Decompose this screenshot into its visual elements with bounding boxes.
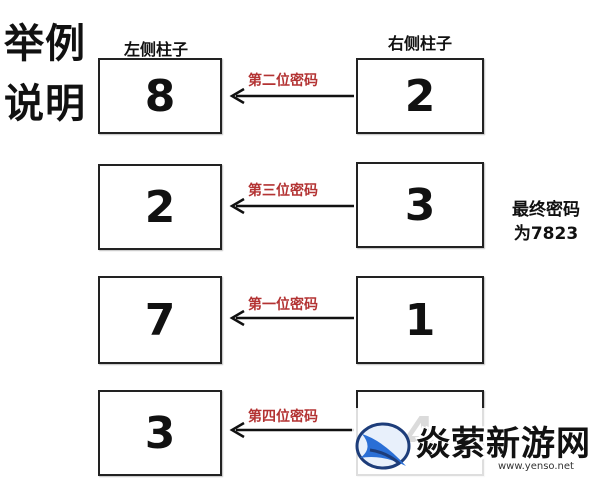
- right-pillar-box-2: 3: [356, 162, 484, 248]
- final-line2: 为7823: [513, 224, 579, 244]
- left-pillar-box-1: 8: [98, 58, 222, 134]
- left-pillar-box-4: 3: [98, 390, 222, 476]
- watermark-logo-icon: [355, 422, 411, 470]
- title-line1: 举例: [4, 21, 86, 67]
- left-column-label: 左侧柱子: [124, 40, 189, 59]
- title-line2: 说明: [4, 81, 86, 127]
- arrow-label-4: 第四位密码: [248, 409, 318, 425]
- final-line1: 最终密码: [512, 200, 580, 220]
- arrow-label-2: 第三位密码: [248, 183, 318, 199]
- watermark-brand: 焱萦新游网: [416, 424, 591, 464]
- left-arrow-icon: [229, 421, 354, 439]
- left-pillar-box-2: 2: [98, 164, 222, 250]
- final-password-note: 最终密码 为7823: [503, 198, 589, 246]
- watermark: 焱萦新游网 www.yenso.net: [352, 408, 600, 483]
- watermark-url: www.yenso.net: [498, 461, 574, 472]
- left-arrow-icon: [229, 309, 354, 327]
- arrow-label-1: 第二位密码: [248, 73, 318, 89]
- arrow-label-3: 第一位密码: [248, 297, 318, 313]
- left-arrow-icon: [229, 197, 354, 215]
- left-arrow-icon: [229, 87, 354, 105]
- right-pillar-box-1: 2: [356, 58, 484, 134]
- right-pillar-box-3: 1: [356, 276, 484, 364]
- left-pillar-box-3: 7: [98, 276, 222, 364]
- right-column-label: 右侧柱子: [388, 34, 453, 53]
